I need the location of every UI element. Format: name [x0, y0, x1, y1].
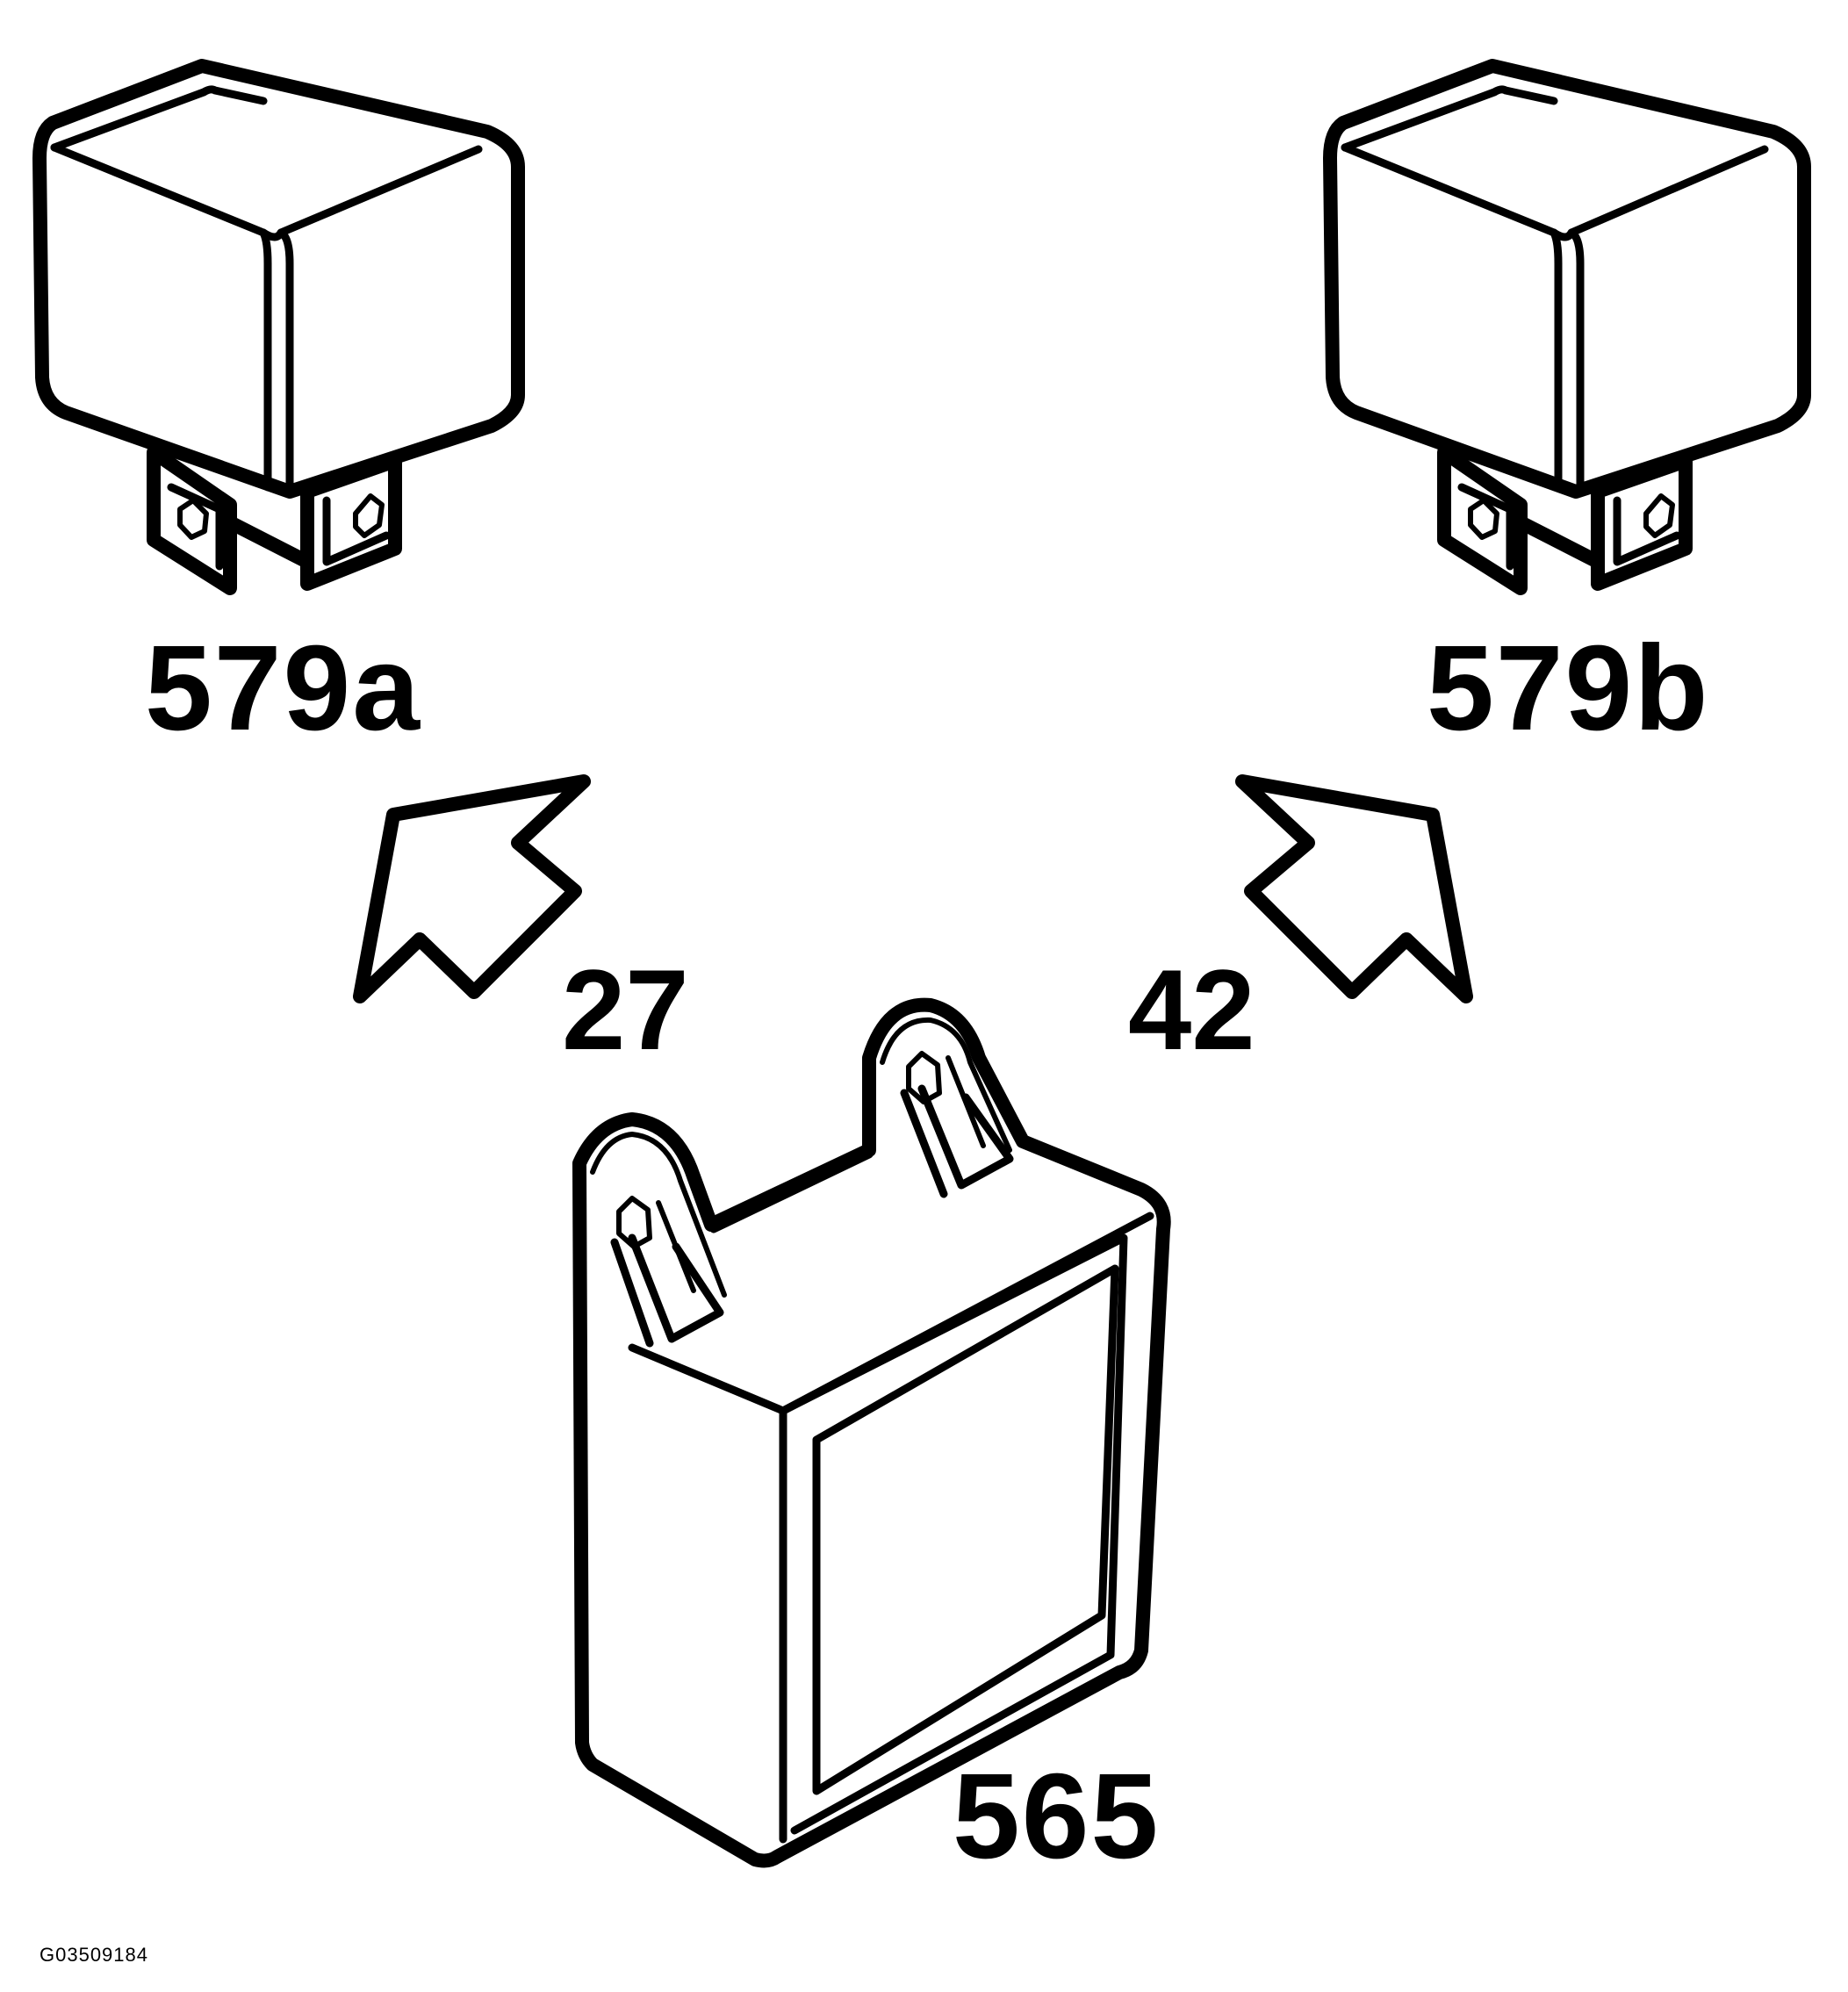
figure-id: G03509184: [40, 1944, 148, 1966]
arrow-42: [1235, 774, 1473, 1003]
relay-579b: [1323, 59, 1811, 595]
module-565: [572, 997, 1171, 1868]
relay-579a: [32, 59, 525, 595]
relay-579a-label: 579a: [145, 621, 421, 756]
module-565-label: 565: [953, 1749, 1161, 1884]
arrow-42-label: 42: [1128, 946, 1255, 1074]
relay-579b-label: 579b: [1427, 621, 1710, 756]
arrow-27: [353, 774, 591, 1003]
arrow-27-label: 27: [562, 946, 689, 1074]
